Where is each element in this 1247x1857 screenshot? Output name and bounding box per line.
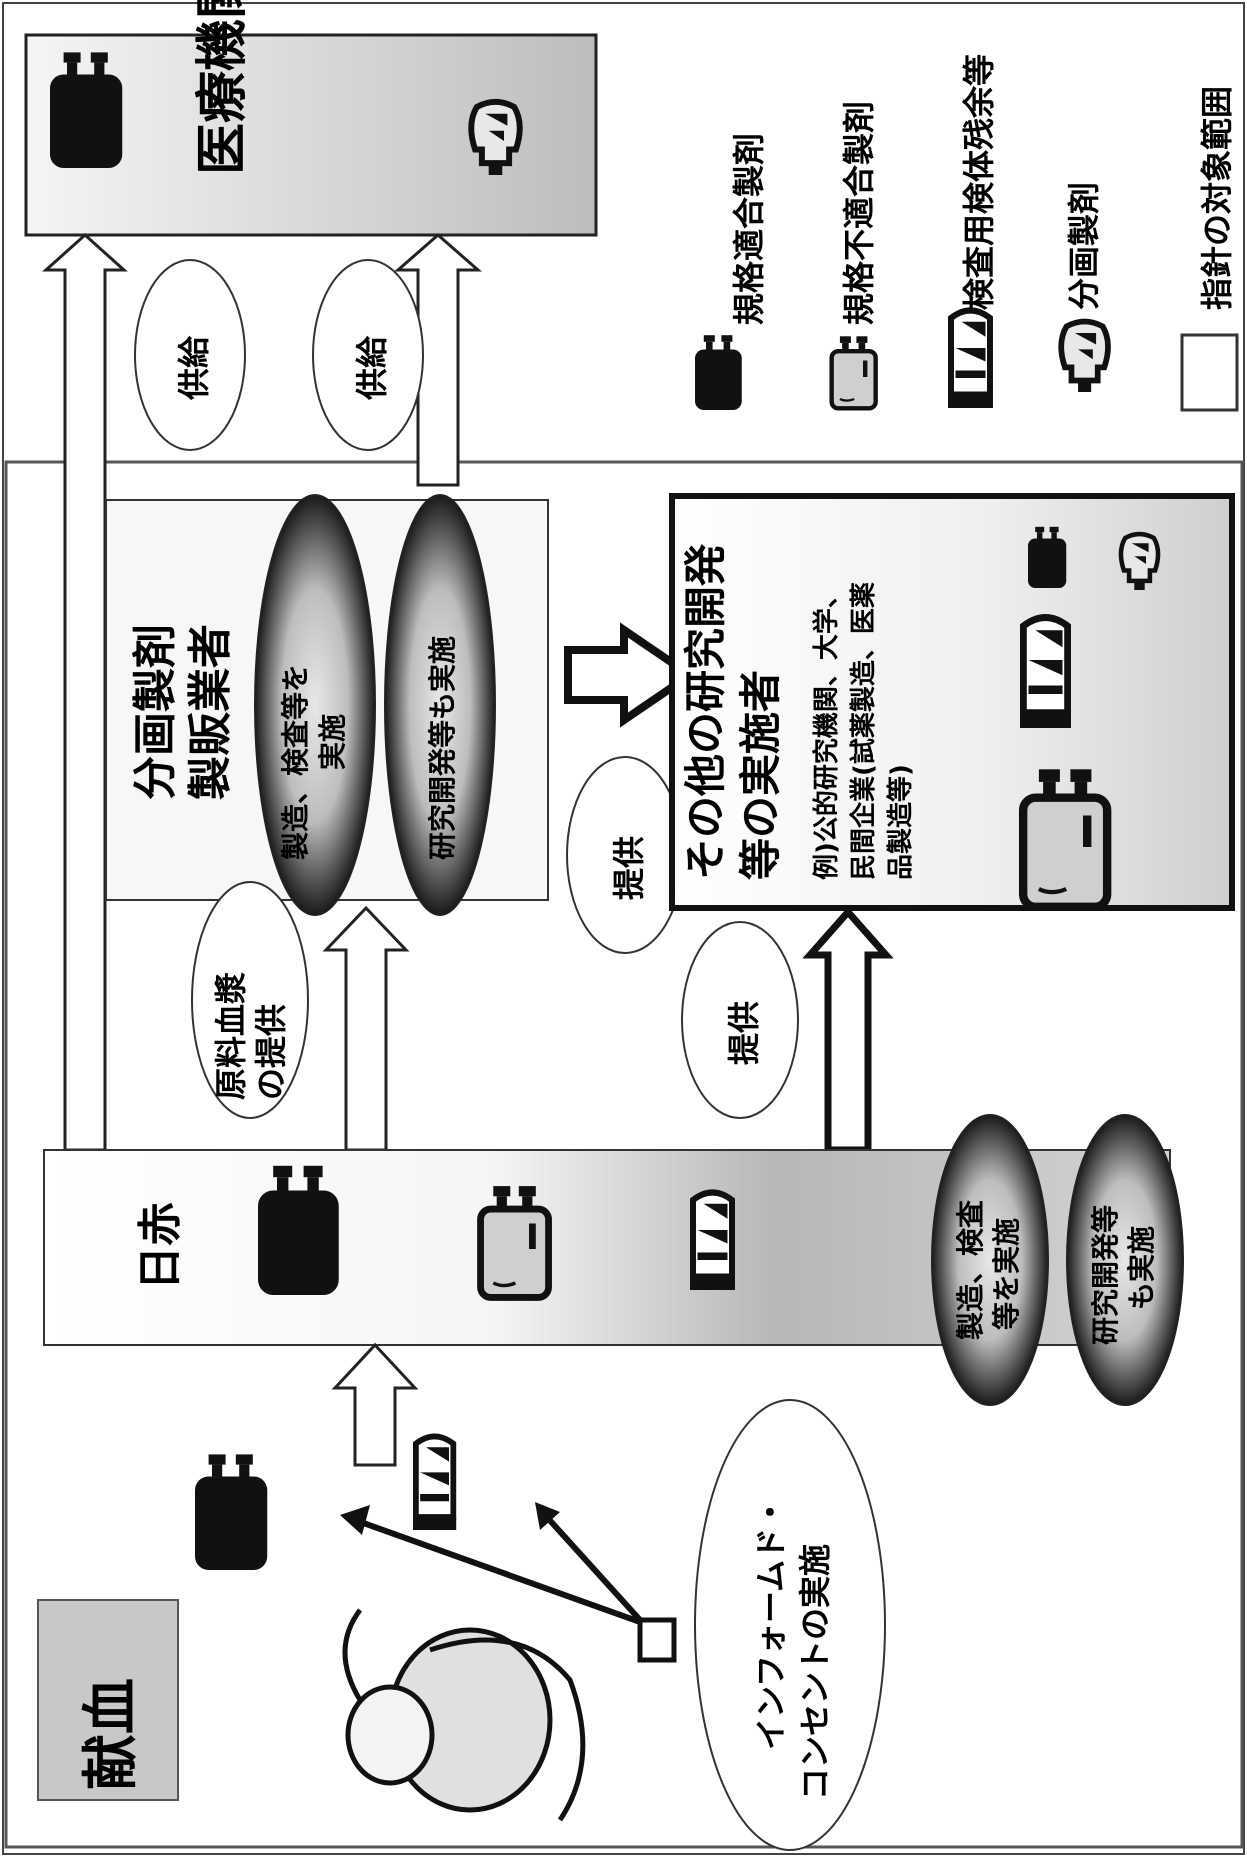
- test-tube-icon: [1020, 618, 1071, 729]
- provide-label-2: 提供: [725, 1001, 763, 1065]
- raw-plasma-oval: [191, 881, 309, 1119]
- nisseki-research-label-1: 研究開発等: [1089, 1205, 1122, 1345]
- provide-oval-2: [681, 921, 799, 1119]
- scope-box-icon: [1180, 333, 1239, 412]
- other-researchers-box: その他の研究開発 等の実施者 例)公的研究機関、大学、 民間企業(試薬製造、医薬…: [669, 493, 1235, 908]
- supply-label-2: 供給: [353, 335, 391, 400]
- fract-manufacture-label-2: 実施: [316, 714, 349, 770]
- legend: 規格適合製剤 規格不適合製剤 検査用検体残余等 分画製剤 指針の対象範囲: [695, 54, 1239, 412]
- nisseki-manufacture-oval: [931, 1114, 1049, 1406]
- fractionation-maker-label-1: 分画製剤: [130, 624, 181, 800]
- raw-plasma-label-2: の提供: [252, 1004, 290, 1100]
- supply-oval-2: [312, 259, 424, 451]
- legend-label-2: 検査用検体残余等: [960, 54, 998, 310]
- raw-plasma-arrow: [322, 905, 410, 1152]
- guideline-scope-box: [4, 460, 1244, 1849]
- donor-illustration: [342, 1608, 677, 1822]
- legend-label-1: 規格不適合製剤: [840, 101, 878, 325]
- donor-to-tube-arrow: [535, 1502, 643, 1623]
- supply-oval-1: [134, 259, 246, 451]
- fract-manufacture-label-1: 製造、検査等を: [279, 664, 312, 860]
- provide-label-1: 提供: [610, 836, 648, 900]
- informed-consent-label-2: コンセントの実施: [796, 1544, 834, 1800]
- fract-manufacture-oval: [254, 494, 376, 916]
- fract-research-label: 研究開発等も実施: [426, 636, 459, 860]
- nisseki-research-label-2: も実施: [1125, 1226, 1158, 1310]
- provide-arrow-from-nisseki: [802, 906, 894, 1154]
- nisseki-label: 日赤: [135, 1202, 186, 1290]
- other-examples-label-1: 例)公的研究機関、大学、: [811, 582, 842, 880]
- informed-consent-oval: [694, 1399, 886, 1851]
- legend-label-4: 指針の対象範囲: [1198, 86, 1236, 310]
- donation-to-nisseki-arrow: [331, 1342, 419, 1467]
- fractionation-maker-box: 分画製剤 製販業者 製造、検査等を 実施 研究開発等も実施: [105, 494, 549, 916]
- fract-research-oval: [384, 494, 496, 916]
- supply-label-1: 供給: [175, 335, 213, 400]
- test-tube-icon: [948, 311, 993, 409]
- nisseki-manufacture-label-2: 等を実施: [990, 1218, 1023, 1330]
- informed-consent-label-1: インフォームド・: [752, 1496, 790, 1750]
- test-tube-icon: [690, 1193, 735, 1291]
- kenketsu-label: 献血: [79, 1678, 144, 1790]
- medical-institution-box: 医療機関: [24, 0, 598, 237]
- test-tube-icon: [413, 1436, 456, 1530]
- kenketsu-label-box: 献血: [37, 1599, 179, 1801]
- other-researchers-label-1: その他の研究開発: [681, 543, 730, 880]
- donor-to-bag-arrow: [340, 1505, 642, 1625]
- medical-institution-label: 医療機関: [193, 0, 253, 175]
- supply-arrow-2: [394, 233, 482, 487]
- nisseki-research-oval: [1066, 1114, 1184, 1406]
- supply-arrow-1: [42, 232, 128, 1152]
- provide-arrow-to-other: [564, 622, 698, 728]
- legend-label-3: 分画製剤: [1065, 182, 1103, 310]
- other-examples-label-3: 品製造等): [885, 764, 916, 880]
- raw-plasma-label-1: 原料血漿: [212, 972, 250, 1100]
- other-researchers-label-2: 等の実施者: [736, 670, 785, 880]
- legend-label-0: 規格適合製剤: [730, 133, 768, 325]
- fractionation-maker-label-2: 製販業者: [185, 624, 236, 800]
- other-examples-label-2: 民間企業(試薬製造、医薬: [848, 582, 879, 880]
- nisseki-manufacture-label-1: 製造、検査: [954, 1200, 987, 1340]
